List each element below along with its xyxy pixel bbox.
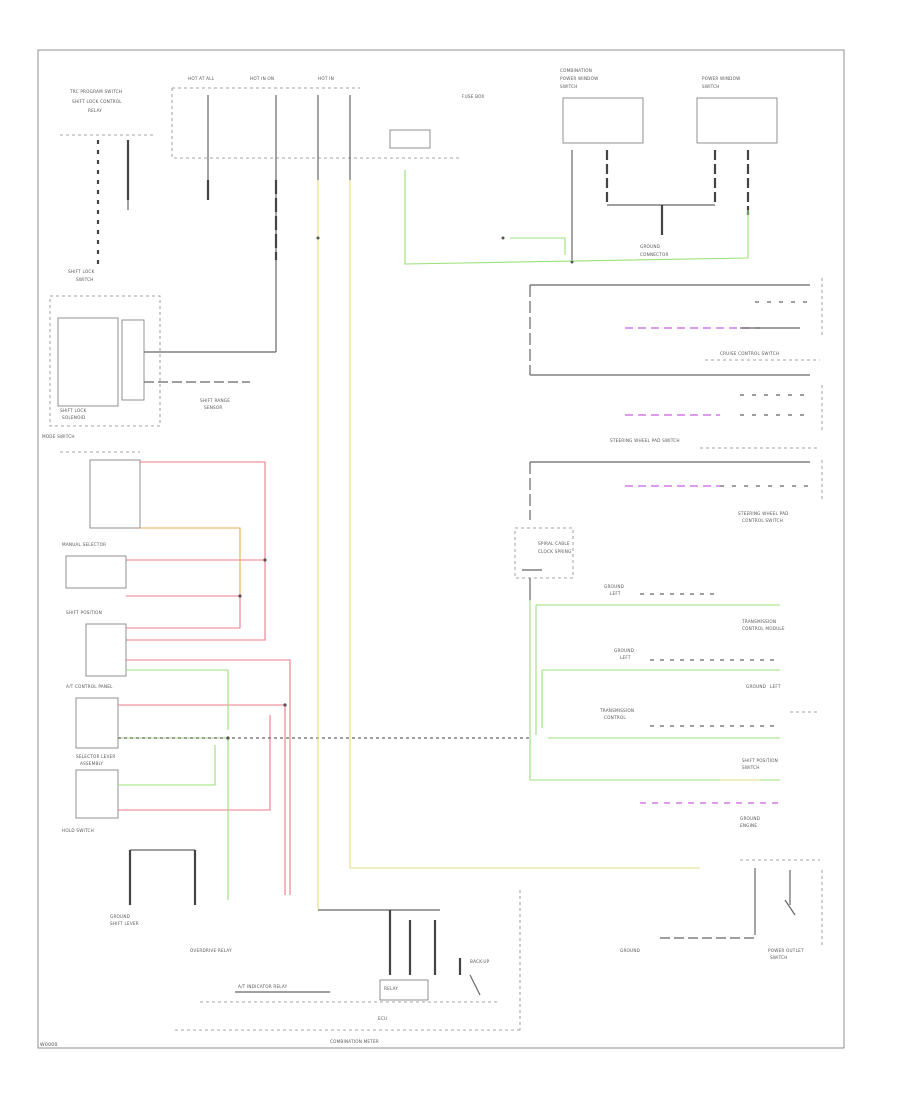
left-switch-sub: SWITCH [76, 277, 94, 282]
top-left-module-sub: SHIFT LOCK CONTROL [72, 99, 122, 104]
right-group-2-sub: CONTROL MODULE [742, 626, 785, 631]
range-left-sub: SENSOR [204, 405, 223, 410]
top-right-2-label: POWER WINDOW [702, 76, 740, 81]
ecu-label: ECU [378, 1016, 387, 1021]
left-switch-label: SHIFT LOCK [68, 269, 94, 274]
selector-lever-label: SELECTOR LEVER [76, 754, 116, 759]
right-group-6-sub: SWITCH [742, 765, 760, 770]
mode-switch-label: MODE SWITCH [42, 434, 75, 439]
ground-bottom-right-label: GROUND [740, 816, 760, 821]
right-group-5-label: TRANSMISSION [599, 708, 634, 713]
fuse-1-label: HOT AT ALL [188, 76, 215, 81]
fuse-2-label: HOT IN ON [250, 76, 274, 81]
fuse-box-label: FUSE BOX [462, 94, 484, 99]
diagram-code: W0000 [40, 1042, 58, 1048]
control-panel-label: A/T CONTROL PANEL [66, 684, 113, 689]
green-harness-top [404, 170, 749, 265]
range-left-label: SHIFT RANGE [200, 398, 230, 403]
right-ground-sub: CONNECTOR [640, 252, 669, 257]
manual-selector-label: MANUAL SELECTOR [62, 542, 106, 547]
power-outlet-label: POWER OUTLET [768, 948, 804, 953]
top-right-1-sub: POWER WINDOW [560, 76, 598, 81]
top-left-module: TRC PROGRAM SWITCH SHIFT LOCK CONTROL RE… [60, 89, 155, 270]
ground-bottom-right-sub: ENGINE [740, 823, 757, 828]
bottom-left-grounds: GROUND SHIFT LEVER OVERDRIVE RELAY [110, 849, 232, 953]
fuse-3-label: HOT IN [318, 76, 334, 81]
selector-lever-sub: ASSEMBLY [80, 761, 103, 766]
right-group-4-sub: LEFT [770, 684, 781, 689]
right-control-area: CRUISE CONTROL SWITCH STEERING WHEEL PAD… [514, 278, 823, 804]
top-right-2-sub: SWITCH [702, 84, 720, 89]
right-group-1-label: GROUND [604, 584, 624, 589]
diagram-frame [37, 49, 845, 1049]
yellow-wires [316, 180, 700, 910]
right-group-3-label: GROUND [614, 648, 634, 653]
spiral-cable-label: SPIRAL CABLE [538, 541, 570, 546]
right-group-6-label: SHIFT POSITION [742, 758, 778, 763]
hold-switch-label: HOLD SWITCH [62, 828, 94, 833]
top-right-1-sub2: SWITCH [560, 84, 578, 89]
left-switch-assembly: SHIFT LOCK SWITCH SHIFT LOCK SOLENOID SH… [42, 269, 276, 439]
top-right-switches: COMBINATION POWER WINDOW SWITCH POWER WI… [560, 68, 778, 260]
top-right-1-label: COMBINATION [560, 68, 592, 73]
cruise-switch-label: CRUISE CONTROL SWITCH [720, 351, 779, 356]
steering-switch-label: STEERING WHEEL PAD SWITCH [610, 438, 680, 443]
position-unit-label: SHIFT POSITION [66, 610, 102, 615]
steering-switch-sub2: CONTROL SWITCH [742, 518, 783, 523]
left-component-sub: SOLENOID [62, 415, 85, 420]
left-component-label: SHIFT LOCK [60, 408, 86, 413]
power-outlet-sub: SWITCH [770, 955, 788, 960]
steering-switch-sub: STEERING WHEEL PAD [738, 511, 789, 516]
right-ground-label: GROUND [640, 244, 660, 249]
left-lower-stack: MANUAL SELECTOR SHIFT POSITION A/T CONTR… [60, 451, 530, 900]
bottom-ecu: BACK-UP RELAY A/T INDICATOR RELAY ECU CO… [175, 890, 521, 1044]
right-group-3-sub: LEFT [620, 655, 631, 660]
right-group-4-label: GROUND [746, 684, 766, 689]
right-group-5-sub: CONTROL [604, 715, 626, 720]
spiral-cable-sub: CLOCK SPRING [538, 549, 572, 554]
fuse-box: HOT AT ALL HOT IN ON HOT IN FUSE BOX [171, 76, 484, 352]
ground-left-label: GROUND [110, 914, 130, 919]
bottom-right-ground-label: GROUND [620, 948, 640, 953]
right-group-2-label: TRANSMISSION [741, 619, 776, 624]
sub-relay-2-label: BACK-UP [470, 959, 490, 964]
bottom-right-power: GROUND ENGINE GROUND POWER OUTLET SWITCH [620, 816, 823, 960]
ground-left-sub: SHIFT LEVER [110, 921, 139, 926]
overdrive-relay-label: OVERDRIVE RELAY [190, 948, 232, 953]
sub-relay-label: A/T INDICATOR RELAY [238, 984, 288, 989]
top-left-module-sub2: RELAY [88, 108, 102, 113]
bottom-connector-label: COMBINATION METER [330, 1039, 379, 1044]
sub-relay-3-label: RELAY [384, 986, 398, 991]
top-left-module-label: TRC PROGRAM SWITCH [69, 89, 122, 94]
right-group-1-sub: LEFT [610, 591, 621, 596]
